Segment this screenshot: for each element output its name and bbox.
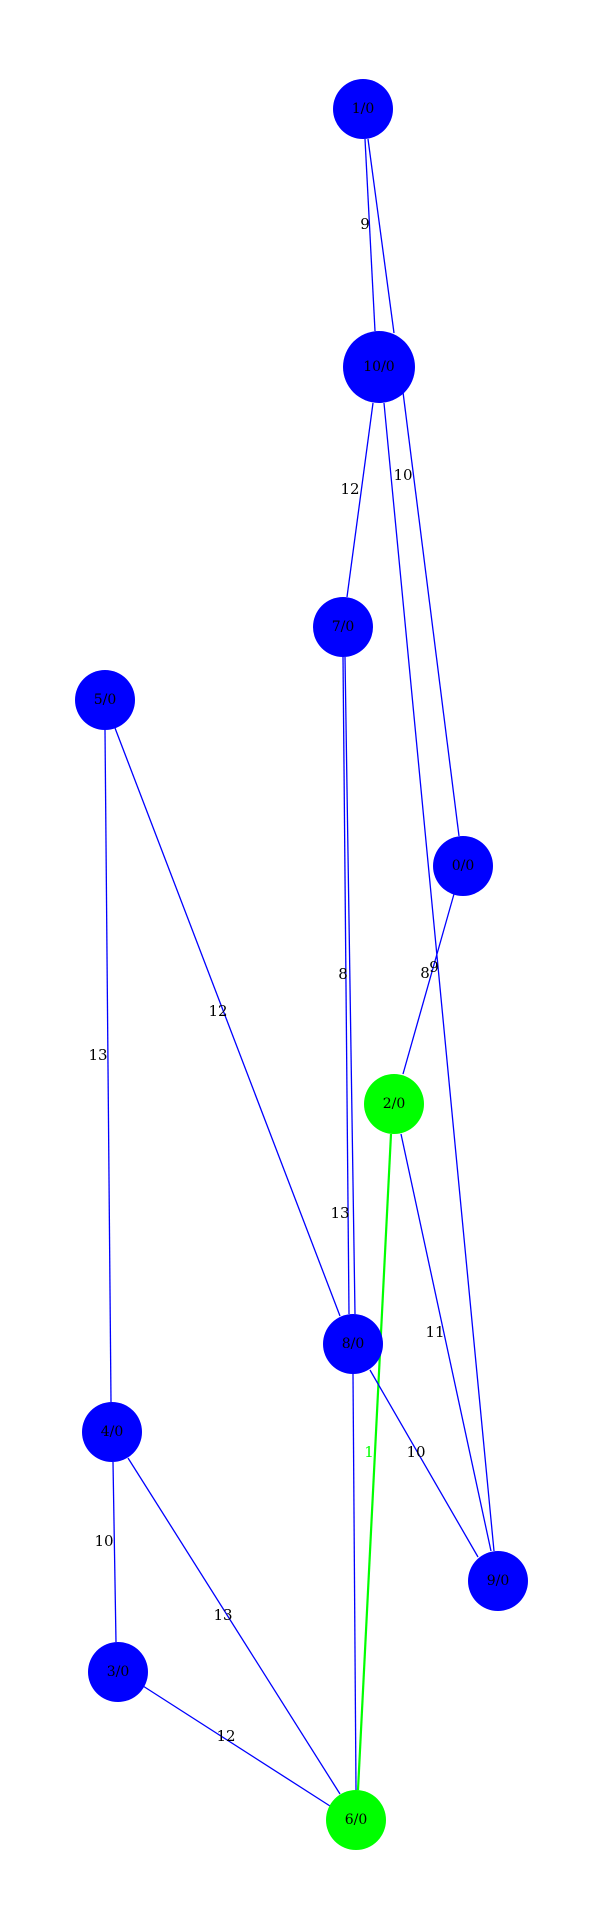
nodes-layer: 1/0 10/0 7/0 5/0 0/0 2/0 8/0 4/0 9/0 3/0 6/0: [75, 79, 528, 1850]
node-label-8: 8/0: [342, 1336, 365, 1352]
edge-5-8: [114, 727, 341, 1317]
node-circle-3: [88, 1642, 148, 1702]
edge-7-8: [344, 656, 356, 1315]
edge-weight-label-0-2: 8: [420, 964, 430, 982]
edge-10-9: [383, 402, 495, 1552]
graph-node-4: 4/0: [82, 1402, 142, 1462]
edges-layer: [104, 138, 495, 1807]
graph-node-3: 3/0: [88, 1642, 148, 1702]
node-circle-6: [326, 1790, 386, 1850]
edge-weight-label-2-9: 11: [425, 1323, 444, 1341]
edge-weight-label-10-0: 10: [393, 466, 412, 484]
edge-weight-label-10-7: 12: [340, 480, 359, 498]
node-circle-0: [433, 836, 493, 896]
edge-weight-label-7-8: 13: [330, 1204, 349, 1222]
edge-weight-label-10-9: 9: [429, 958, 439, 976]
edge-4-6: [127, 1457, 341, 1795]
node-label-4: 4/0: [101, 1424, 124, 1440]
edge-5-4: [104, 729, 112, 1403]
edge-weight-label-8-9: 10: [406, 1443, 425, 1461]
edge-8-6: [352, 1373, 357, 1791]
edge-8-9: [369, 1369, 479, 1558]
edge-0-2: [402, 893, 455, 1075]
edge-3-6: [142, 1685, 331, 1807]
node-label-1: 1/0: [352, 101, 375, 117]
node-label-9: 9/0: [487, 1573, 510, 1589]
node-circle-9: [468, 1551, 528, 1611]
edge-1-10: [364, 138, 376, 332]
graph-node-9: 9/0: [468, 1551, 528, 1611]
edge-1-10: [367, 138, 395, 334]
edge-2-9: [400, 1133, 492, 1552]
edge-weight-label-3-6: 12: [216, 1727, 235, 1745]
graph-node-0: 0/0: [433, 836, 493, 896]
edge-weight-label-5-8: 12: [208, 1002, 227, 1020]
node-circle-10: [343, 331, 415, 403]
node-circle-5: [75, 670, 135, 730]
edge-10-7: [346, 402, 374, 598]
edge-10-0: [402, 391, 460, 837]
node-label-2: 2/0: [383, 1096, 406, 1112]
graph-node-8: 8/0: [323, 1314, 383, 1374]
edge-weight-label-1-10: 9: [360, 215, 370, 233]
node-circle-1: [333, 79, 393, 139]
node-circle-8: [323, 1314, 383, 1374]
node-label-7: 7/0: [332, 619, 355, 635]
node-circle-4: [82, 1402, 142, 1462]
graph-node-2: 2/0: [364, 1074, 424, 1134]
graph-node-1: 1/0: [333, 79, 393, 139]
node-label-0: 0/0: [452, 858, 475, 874]
edge-7-8: [342, 656, 350, 1315]
edge-weight-label-4-6: 13: [213, 1606, 232, 1624]
edge-weight-label-4-3: 10: [94, 1532, 113, 1550]
node-label-3: 3/0: [107, 1664, 130, 1680]
edge-weight-label-5-4: 13: [88, 1046, 107, 1064]
graph-node-5: 5/0: [75, 670, 135, 730]
node-label-10: 10/0: [363, 359, 394, 375]
edge-2-6: [356, 1133, 393, 1791]
node-label-5: 5/0: [94, 692, 117, 708]
edge-4-3: [112, 1461, 117, 1643]
node-circle-2: [364, 1074, 424, 1134]
edge-weight-label-7-8: 8: [338, 965, 348, 983]
graph-node-6: 6/0: [326, 1790, 386, 1850]
graph-node-10: 10/0: [343, 331, 415, 403]
graph-node-7: 7/0: [313, 597, 373, 657]
node-label-6: 6/0: [345, 1812, 368, 1828]
edge-weight-label-2-6: 1: [364, 1443, 374, 1461]
node-circle-7: [313, 597, 373, 657]
